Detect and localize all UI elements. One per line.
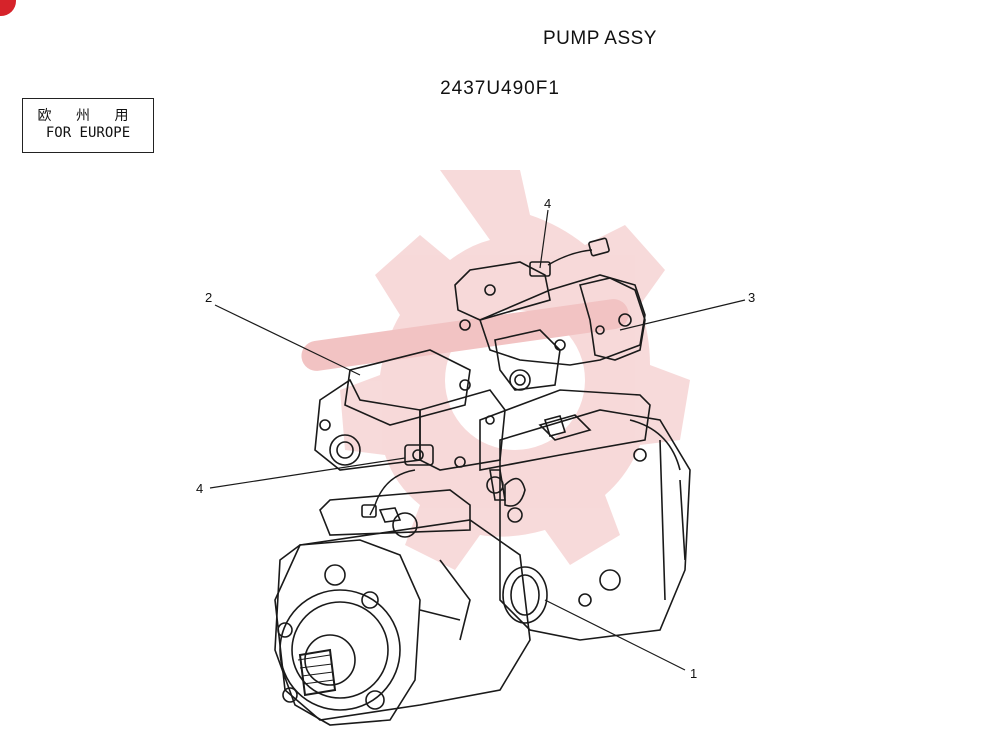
page-title: PUMP ASSY [543, 28, 657, 49]
watermark-gear-icon [301, 170, 690, 570]
leader-line-4-top [539, 209, 549, 269]
regulator-right [454, 237, 646, 391]
leader-line-1 [544, 599, 686, 671]
part-number: 2437U490F1 [440, 78, 560, 99]
main-pump-body [274, 389, 691, 726]
callout-4-left: 4 [196, 481, 203, 496]
region-note-english: FOR EUROPE [45, 125, 131, 141]
callout-4-top: 4 [544, 196, 551, 211]
leader-line-4-left [209, 457, 406, 489]
callout-3: 3 [748, 290, 755, 305]
regulator-left [314, 349, 506, 518]
callout-1: 1 [690, 666, 697, 681]
leader-lines [209, 209, 746, 671]
leader-line-3 [619, 299, 746, 331]
region-note-cjk: 欧 州 用 [37, 108, 139, 124]
region-note-box: 欧 州 用 FOR EUROPE [22, 98, 154, 153]
callout-2: 2 [205, 290, 212, 305]
callout-labels: 2 3 4 4 1 [196, 196, 755, 681]
leader-line-2 [214, 304, 361, 376]
